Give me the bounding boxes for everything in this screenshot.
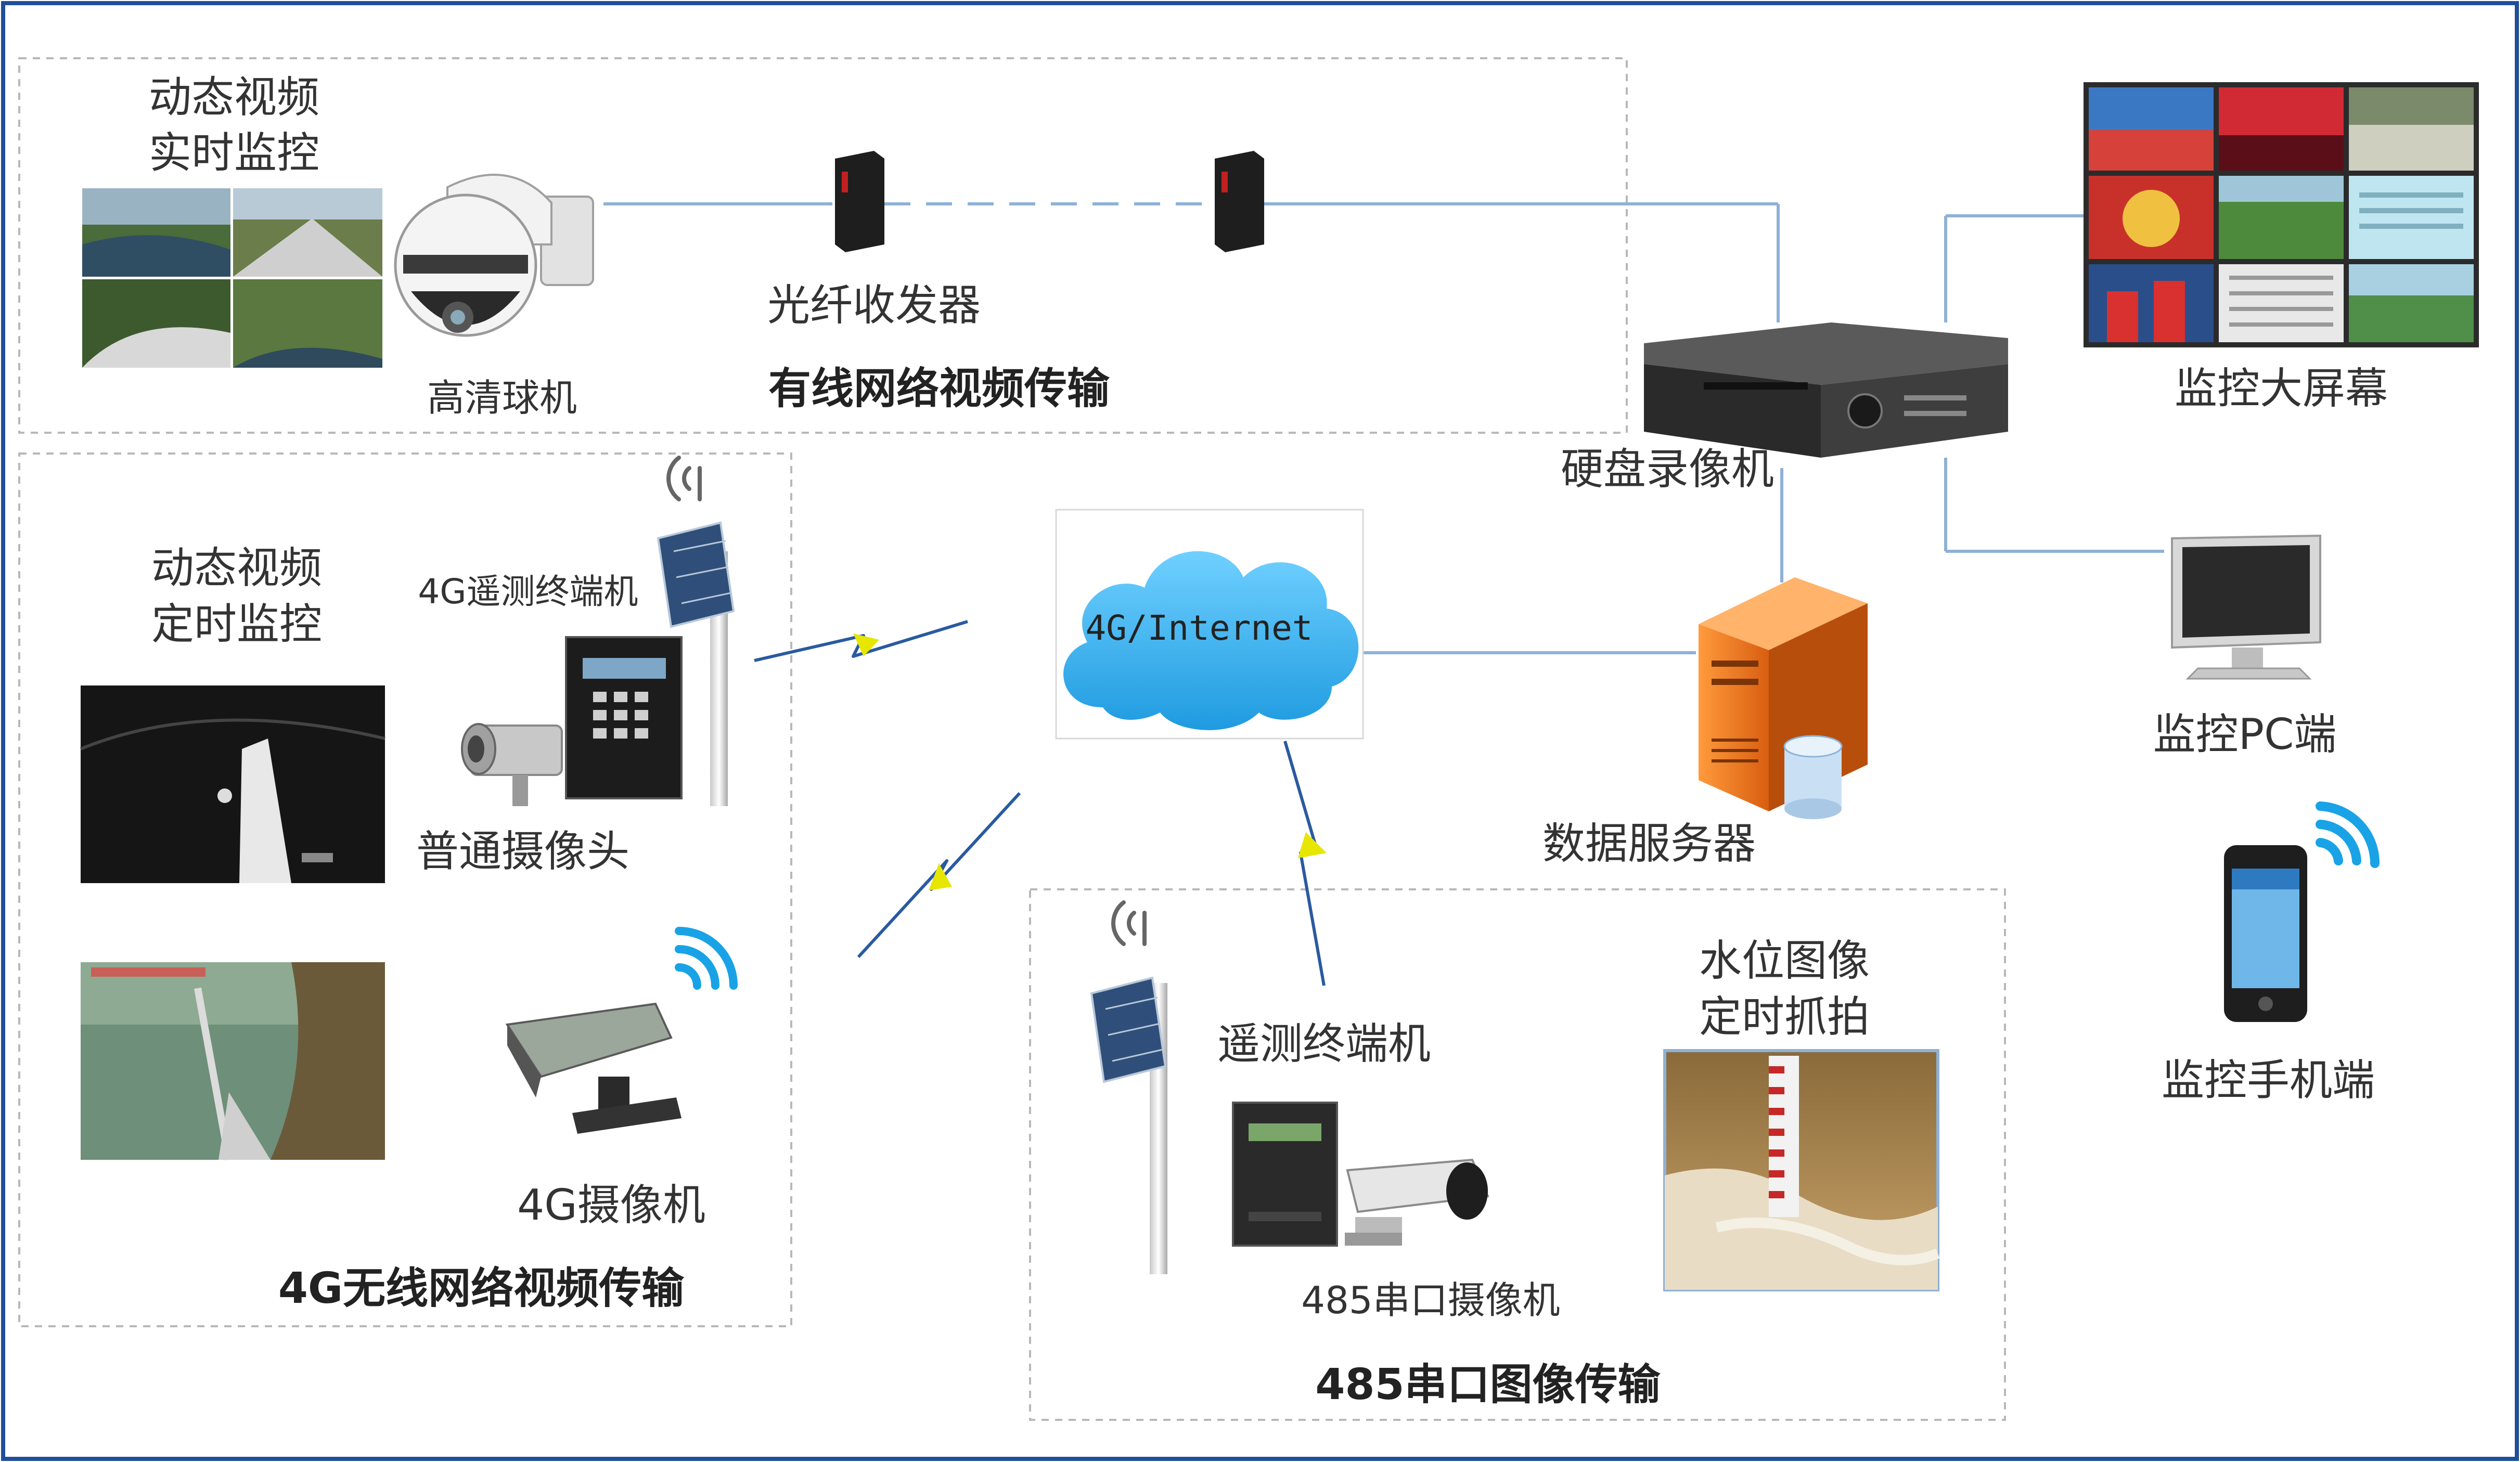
nvr-icon (1644, 322, 2008, 458)
mobile-wifi-icon (2316, 801, 2380, 868)
internet-cloud-icon (1063, 551, 1359, 730)
mobile-label: 监控手机端 (2162, 1056, 2375, 1105)
water-level-image (1663, 1049, 1940, 1291)
video-wall-label: 监控大屏幕 (2175, 364, 2388, 413)
mobile-phone-icon (2224, 845, 2307, 1022)
monitor-pc-label: 监控PC端 (2153, 710, 2337, 759)
serial-camera-icon (1345, 1158, 1489, 1246)
4g-camera-icon (505, 1002, 682, 1134)
serial-section-title: 485串口图像传输 (1315, 1360, 1661, 1409)
serial-caption-line-2: 定时抓拍 (1699, 992, 1870, 1042)
lightning-bolt-2 (929, 863, 952, 890)
wired-section-box (18, 57, 1628, 434)
4g-terminal-antenna-icon (666, 456, 702, 501)
serial-camera-label: 485串口摄像机 (1301, 1278, 1560, 1322)
wireless-caption-line-2: 定时监控 (151, 600, 322, 649)
serial-section-box (1029, 888, 2006, 1421)
cloud-frame (1055, 509, 1364, 740)
timed-monitor-image-2 (81, 962, 385, 1161)
4g-terminal-pole-icon (657, 521, 735, 806)
realtime-video-thumbnails (82, 188, 382, 368)
timed-monitor-image-1 (80, 685, 385, 883)
wired-caption-line-2: 实时监控 (149, 128, 319, 178)
wireless-section-title: 4G无线网络视频传输 (278, 1264, 685, 1313)
serial-terminal-antenna-icon (1111, 900, 1147, 946)
data-server-icon (1699, 577, 1868, 819)
hd-dome-camera-icon (394, 174, 594, 337)
wired-caption-line-1: 动态视频 (149, 73, 319, 122)
monitor-pc-icon (2171, 534, 2321, 680)
fiber-transceiver-icon-left (835, 151, 884, 252)
4g-terminal-label: 4G遥测终端机 (418, 572, 638, 612)
serial-caption-line-1: 水位图像 (1699, 936, 1870, 986)
fiber-transceiver-label: 光纤收发器 (767, 281, 981, 330)
serial-terminal-pole-icon (1090, 976, 1167, 1274)
data-server-label: 数据服务器 (1542, 819, 1756, 869)
lightning-bolt-3 (1298, 832, 1327, 858)
nvr-label: 硬盘录像机 (1561, 445, 1774, 494)
wireless-section-box (18, 452, 792, 1327)
4g-camera-wifi-icon (675, 927, 738, 990)
hd-camera-label: 高清球机 (427, 376, 577, 420)
4g-terminal-device-icon (565, 636, 683, 799)
connection-lines (603, 202, 2164, 654)
lightning-wireless-top (754, 620, 968, 662)
lightning-bolt-1 (853, 633, 879, 656)
serial-terminal-device-icon (1232, 1102, 1338, 1247)
4g-camera-label: 4G摄像机 (517, 1181, 705, 1230)
wireless-caption-line-1: 动态视频 (151, 544, 322, 593)
serial-terminal-label: 遥测终端机 (1217, 1019, 1431, 1069)
cloud-label: 4G/Internet (1085, 608, 1313, 648)
normal-camera-icon (461, 723, 563, 806)
wired-section-title: 有线网络视频传输 (768, 364, 1110, 413)
video-wall-icon (2084, 82, 2479, 347)
normal-camera-label: 普通摄像头 (416, 827, 629, 876)
lightning-serial (1283, 741, 1326, 986)
lightning-bolts (754, 620, 1327, 986)
fiber-transceiver-icon-right (1215, 151, 1264, 252)
